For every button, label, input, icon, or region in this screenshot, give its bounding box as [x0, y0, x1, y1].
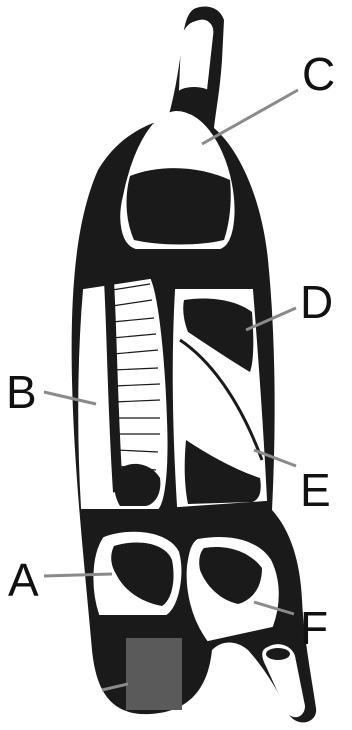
label-d: D	[300, 276, 333, 328]
leader-a	[44, 574, 112, 576]
neck-panel	[180, 21, 212, 95]
label-a: A	[8, 554, 39, 606]
label-e: E	[300, 464, 331, 516]
redaction-box	[126, 638, 182, 710]
label-c: C	[302, 48, 335, 100]
label-f: F	[300, 602, 328, 654]
cut-c-marbling	[127, 168, 231, 244]
shank-bone	[266, 648, 290, 660]
label-b: B	[6, 366, 37, 418]
neck-bone	[178, 87, 210, 99]
